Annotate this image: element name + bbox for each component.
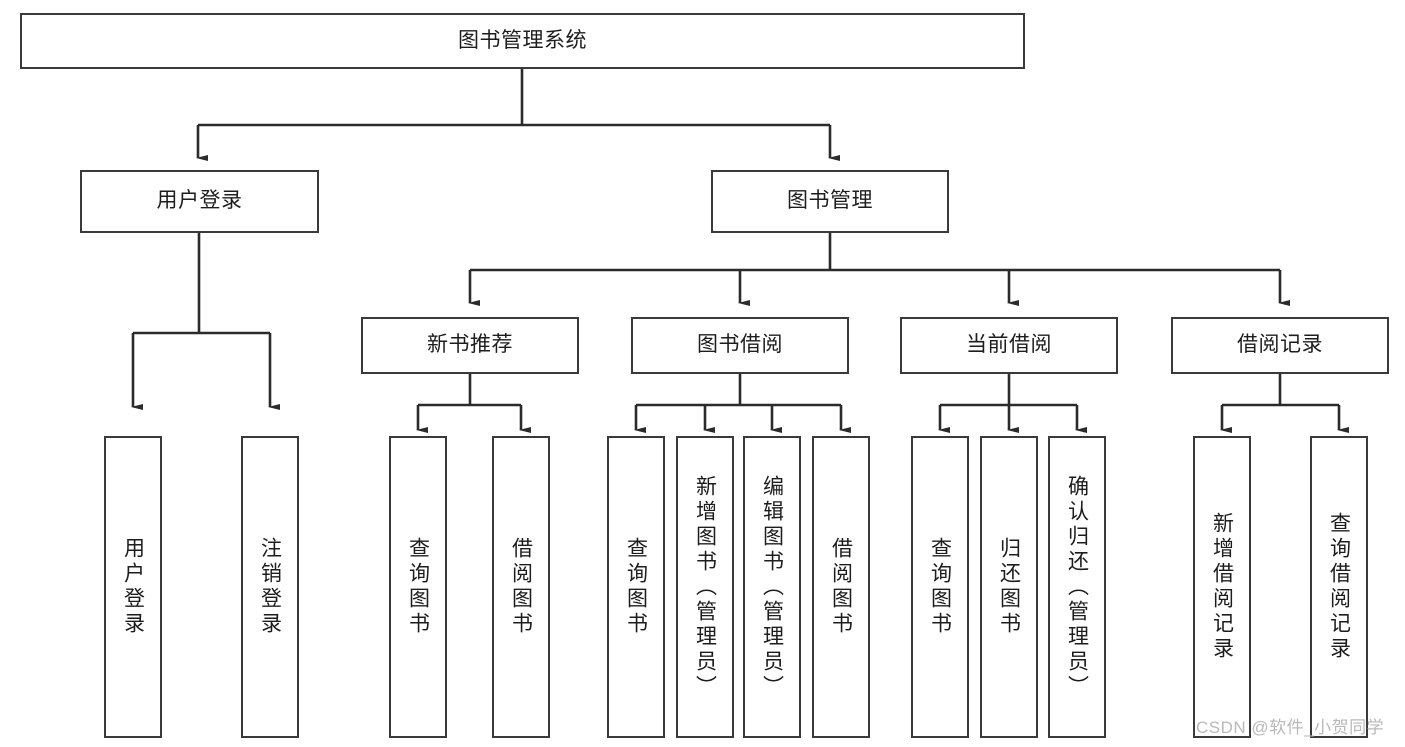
node-label: 借阅记录 [1237,333,1323,357]
node-label: 归还图书 [997,537,1021,637]
leaf-node-borrow-book-recommend[interactable]: 借阅图书 [492,436,550,738]
node-label: 查询图书 [406,537,430,637]
node-label: 图书管理系统 [458,28,587,52]
node-book-management-system[interactable]: 图书管理系统 [20,13,1025,69]
node-label: 图书借阅 [697,333,783,357]
node-label: 确认归还（管理员） [1065,474,1089,700]
leaf-node-confirm-return[interactable]: 确认归还（管理员） [1048,436,1106,738]
leaf-node-edit-book[interactable]: 编辑图书（管理员） [743,436,801,738]
node-label: 查询借阅记录 [1327,512,1351,662]
leaf-node-add-book[interactable]: 新增图书（管理员） [676,436,734,738]
node-label: 用户登录 [121,537,145,637]
node-label: 新增借阅记录 [1210,512,1234,662]
node-label: 新书推荐 [427,333,513,357]
leaf-node-user-login[interactable]: 用户登录 [104,436,162,738]
node-user-login[interactable]: 用户登录 [80,170,319,233]
node-label: 借阅图书 [829,537,853,637]
node-label: 图书管理 [787,189,873,213]
leaf-node-query-borrow-record[interactable]: 查询借阅记录 [1310,436,1368,738]
leaf-node-logout-login[interactable]: 注销登录 [241,436,299,738]
node-label: 查询图书 [928,537,952,637]
node-label: 注销登录 [258,537,282,637]
node-label: 用户登录 [156,189,243,213]
node-current-borrow[interactable]: 当前借阅 [900,317,1118,374]
node-borrow-record[interactable]: 借阅记录 [1171,317,1389,374]
node-label: 查询图书 [624,537,648,637]
leaf-node-borrow-book[interactable]: 借阅图书 [812,436,870,738]
node-new-book-recommend[interactable]: 新书推荐 [361,317,579,374]
node-label: 新增图书（管理员） [693,474,717,700]
leaf-node-query-book-current[interactable]: 查询图书 [911,436,969,738]
node-label: 编辑图书（管理员） [760,474,784,700]
leaf-node-query-book-borrow[interactable]: 查询图书 [607,436,665,738]
csdn-watermark: CSDN @软件_小贺同学 [1196,718,1385,737]
node-label: 当前借阅 [966,333,1052,357]
leaf-node-query-book-recommend[interactable]: 查询图书 [389,436,447,738]
node-label: 借阅图书 [509,537,533,637]
node-book-management[interactable]: 图书管理 [711,170,949,233]
node-book-borrow[interactable]: 图书借阅 [631,317,849,374]
leaf-node-add-borrow-record[interactable]: 新增借阅记录 [1193,436,1251,738]
leaf-node-return-book[interactable]: 归还图书 [980,436,1038,738]
